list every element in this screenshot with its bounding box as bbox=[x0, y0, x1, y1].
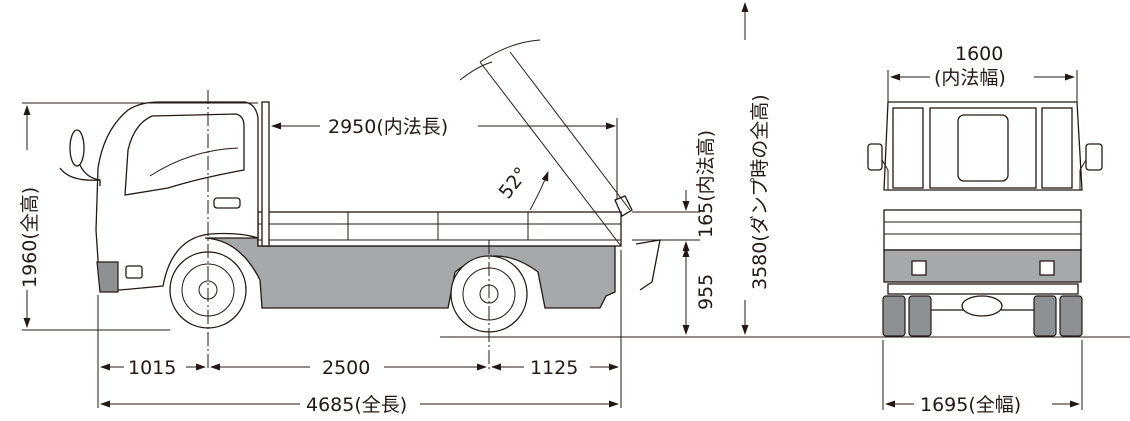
rear-overhang-label: 1125 bbox=[530, 357, 578, 379]
total-height-label: 1960(全高) bbox=[19, 187, 41, 288]
right-tail-light bbox=[1039, 260, 1055, 276]
rear-tire-right-inner bbox=[1033, 295, 1057, 337]
tilted-bed-break bbox=[479, 39, 541, 63]
rear-latch bbox=[635, 239, 661, 291]
tailgate bbox=[883, 209, 1082, 251]
rear-bumper bbox=[887, 283, 1079, 295]
wheelbase-label: 2500 bbox=[322, 357, 370, 379]
inner-width-value: 1600 bbox=[955, 43, 1003, 65]
tilt-angle-label: 52° bbox=[495, 163, 533, 203]
headboard bbox=[261, 101, 270, 247]
differential bbox=[961, 295, 1003, 317]
total-length-label: 4685(全長) bbox=[306, 394, 407, 416]
bed-height-label: 955 bbox=[695, 274, 717, 310]
rear-window bbox=[957, 114, 1009, 182]
chassis bbox=[204, 237, 616, 309]
front-bumper bbox=[96, 261, 119, 293]
cargo-bed bbox=[257, 211, 622, 247]
inner-length-label: 2950(内法長) bbox=[328, 116, 448, 138]
right-mirror bbox=[1085, 143, 1103, 171]
front-overhang-label: 1015 bbox=[128, 357, 176, 379]
headlight bbox=[125, 265, 143, 279]
rear-tire-right-outer bbox=[1059, 295, 1083, 337]
rear-view: 1600 (内法幅) 1695(全幅) bbox=[867, 43, 1103, 416]
left-mirror bbox=[867, 143, 883, 171]
side-view: 52° 1960(全高) 2950(内法長) 165(内法高) 955 3580… bbox=[19, 2, 1130, 416]
dump-height-label: 3580(ダンプ時の全高) bbox=[749, 94, 771, 290]
inner-height-label: 165(内法高) bbox=[695, 130, 717, 238]
rear-tire-left-outer bbox=[882, 295, 906, 337]
total-width-label: 1695(全幅) bbox=[920, 394, 1021, 416]
rear-tire-left-inner bbox=[908, 295, 932, 337]
cab-window bbox=[124, 113, 245, 196]
inner-width-label: (内法幅) bbox=[934, 67, 1006, 89]
door-handle bbox=[213, 197, 241, 209]
tilted-bed-outline bbox=[479, 61, 622, 247]
side-mirror bbox=[69, 129, 85, 167]
left-tail-light bbox=[911, 260, 927, 276]
tailgate-hinge bbox=[614, 195, 633, 217]
